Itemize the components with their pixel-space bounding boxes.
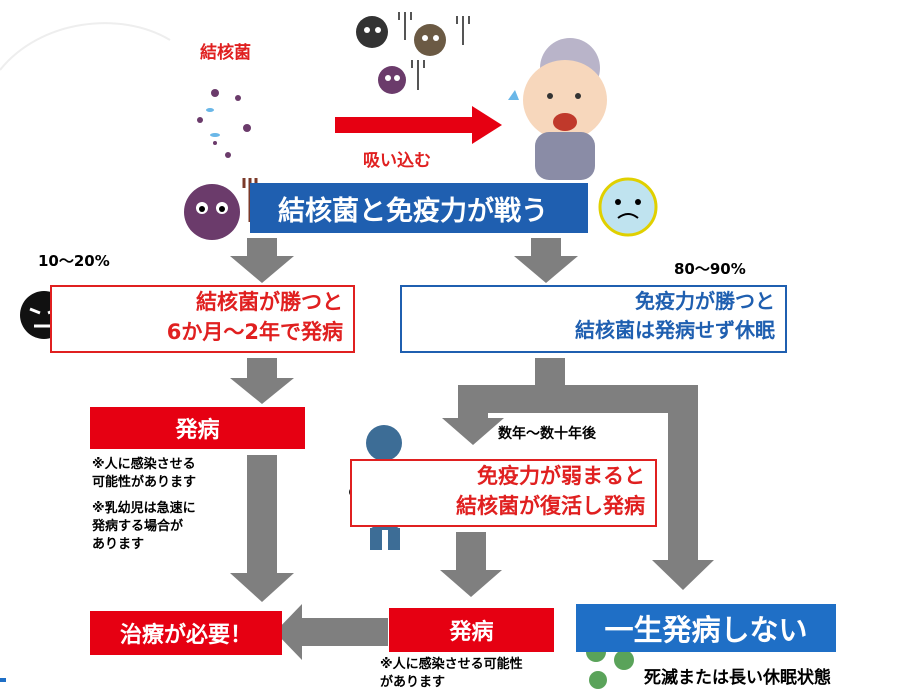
left-onset-label: 発病 (175, 418, 220, 443)
right-onset-note: ※人に感染させる可能性 があります (380, 657, 523, 690)
years-later-label: 数年〜数十年後 (498, 426, 596, 442)
dormant-label: 死滅または長い休眠状態 (644, 668, 831, 688)
bacteria-wins-line2: 6か月〜2年で発病 (166, 320, 343, 344)
elderly-woman-icon (508, 38, 607, 180)
treatment-needed-bar: 治療が必要！ (90, 611, 282, 655)
inhale-label: 吸い込む (363, 151, 431, 171)
immunity-wins-line1: 免疫力が勝つと (635, 289, 775, 313)
right-percent: 80〜90% (674, 260, 746, 278)
inhale-arrow-icon (335, 106, 502, 144)
bacteria-wins-line1: 結核菌が勝つと (196, 290, 343, 314)
left-note-infect: ※人に感染させる 可能性があります (92, 457, 197, 490)
right-onset-label: 発病 (449, 620, 494, 645)
left-percent: 10〜20% (38, 252, 110, 270)
germ-character-icon (184, 178, 258, 240)
immunity-weakens-line1: 免疫力が弱まると (477, 464, 645, 488)
left-onset-bar: 発病 (90, 407, 305, 449)
right-onset-bar: 発病 (389, 608, 554, 652)
immune-cell-icon (598, 177, 658, 237)
bacteria-wins-box: 結核菌が勝つと 6か月〜2年で発病 (50, 285, 355, 353)
never-onset-bar: 一生発病しない (576, 604, 836, 652)
flow-arrows-icon (230, 238, 714, 660)
immunity-wins-box: 免疫力が勝つと 結核菌は発病せず休眠 (400, 285, 787, 353)
evil-germs-icon (356, 12, 470, 94)
left-note-infants: ※乳幼児は急速に 発病する場合が あります (92, 501, 196, 552)
germ-particles-icon (197, 89, 251, 158)
never-onset-label: 一生発病しない (604, 613, 808, 647)
immunity-weakens-box: 免疫力が弱まると 結核菌が復活し発病 (350, 459, 657, 527)
battle-banner-text: 結核菌と免疫力が戦う (278, 195, 548, 227)
battle-banner: 結核菌と免疫力が戦う (250, 183, 588, 233)
immunity-weakens-line2: 結核菌が復活し発病 (456, 494, 645, 518)
treatment-needed-label: 治療が必要！ (119, 623, 252, 648)
immunity-wins-line2: 結核菌は発病せず休眠 (575, 318, 775, 342)
bacteria-label: 結核菌 (200, 43, 251, 63)
